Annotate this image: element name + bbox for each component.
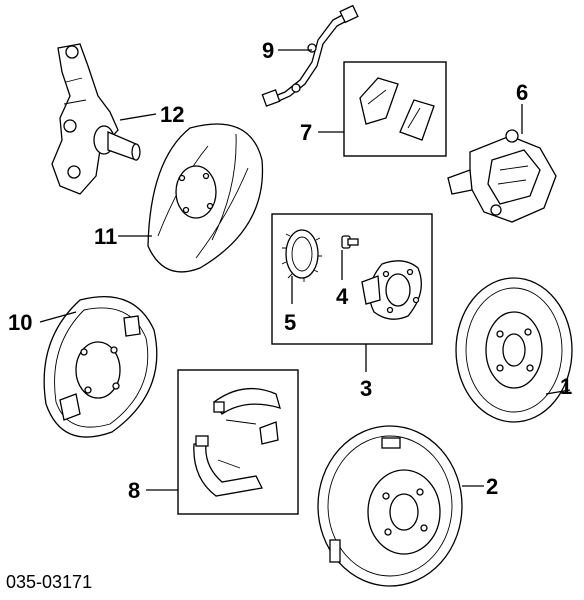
brake-pads-box: [343, 61, 447, 157]
abs-ring-part[interactable]: [281, 229, 322, 282]
callout-4: 4: [336, 284, 349, 309]
callout-9: 9: [262, 38, 274, 63]
diagram-code: 035-03171: [6, 572, 92, 592]
callout-10: 10: [8, 310, 32, 335]
callout-11: 11: [94, 224, 117, 249]
brake-pads-part[interactable]: [359, 77, 435, 141]
backing-plate-part[interactable]: [43, 296, 158, 438]
callout-3: 3: [360, 376, 372, 401]
callout-1: 1: [560, 374, 572, 399]
callout-12: 12: [160, 102, 184, 127]
callout-7: 7: [300, 120, 312, 145]
steering-knuckle-part[interactable]: [51, 43, 141, 195]
hub-flange-part[interactable]: [361, 260, 422, 320]
brake-hose-part[interactable]: [261, 4, 359, 107]
callout-6: 6: [516, 80, 528, 105]
parking-shoes-box: [177, 369, 299, 515]
callout-8: 8: [128, 478, 140, 503]
brake-disc-part[interactable]: [455, 277, 573, 423]
callout-5: 5: [284, 310, 296, 335]
hub-assembly-box: [271, 213, 433, 345]
caliper-part[interactable]: [447, 129, 557, 223]
wheel-stud-part[interactable]: [341, 235, 359, 249]
brake-drum-part[interactable]: [317, 425, 463, 587]
callout-2: 2: [486, 474, 498, 499]
dust-shield-part[interactable]: [147, 123, 264, 273]
leader-lines: [39, 49, 571, 491]
parking-shoes-part[interactable]: [193, 388, 281, 497]
